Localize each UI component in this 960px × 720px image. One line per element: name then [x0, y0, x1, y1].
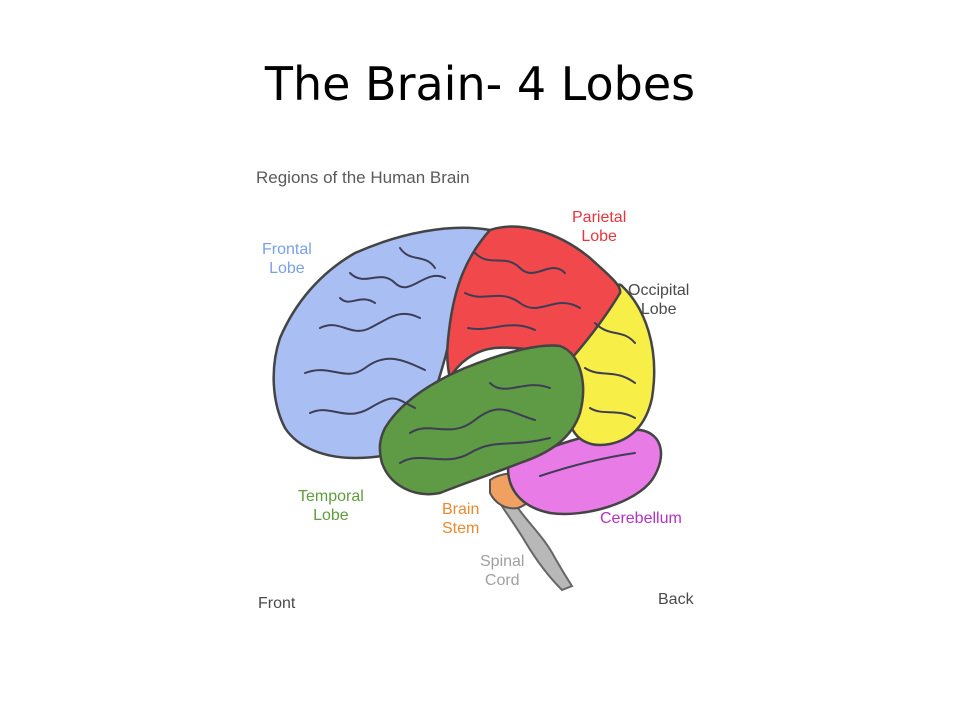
back-direction-label: Back	[658, 591, 694, 608]
temporal-lobe-label: Temporal Lobe	[298, 488, 364, 524]
cerebellum-label: Cerebellum	[600, 510, 682, 527]
brain-folds	[304, 247, 636, 477]
spinal-cord-shape	[498, 496, 574, 592]
occipital-lobe-label: Occipital Lobe	[628, 282, 690, 318]
frontal-lobe-label: Frontal Lobe	[262, 241, 312, 277]
front-direction-label: Front	[258, 595, 296, 612]
parietal-lobe-label: Parietal Lobe	[572, 209, 627, 245]
temporal-lobe-shape	[378, 344, 585, 496]
slide-title: The Brain- 4 Lobes	[264, 57, 696, 111]
brain-illustration	[272, 225, 663, 592]
diagram-title: Regions of the Human Brain	[256, 168, 470, 187]
brain-diagram: Regions of the Human Brain Frontal Lobe …	[250, 158, 720, 628]
spinal-cord-label: Spinal Cord	[480, 553, 525, 589]
brain-stem-label: Brain Stem	[442, 501, 480, 537]
